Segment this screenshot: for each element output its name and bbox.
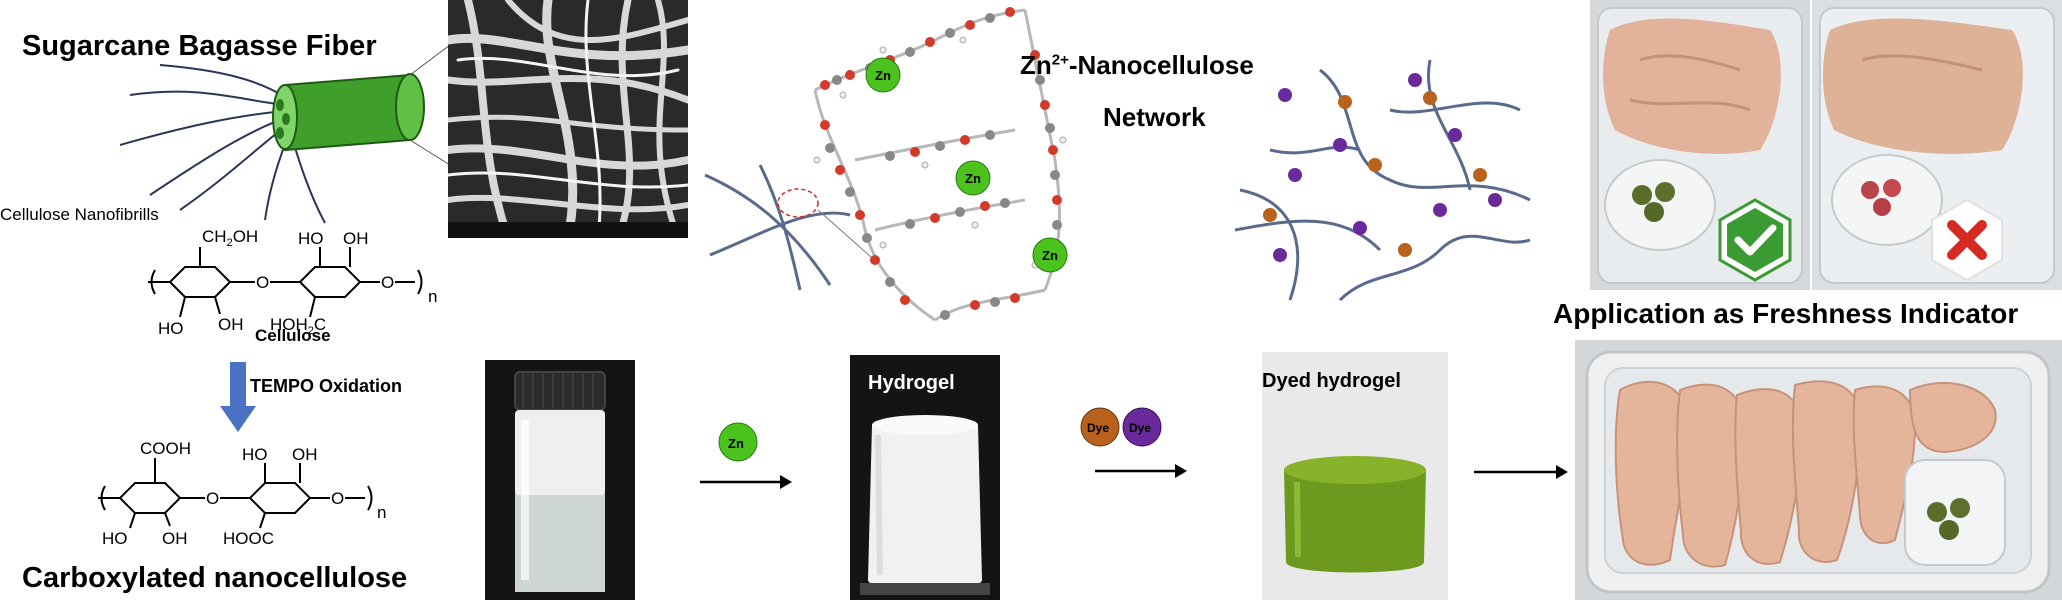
cellulose-group: CH2OH xyxy=(202,227,258,249)
nanofibril-strand xyxy=(120,110,286,146)
check-icon xyxy=(1718,198,1792,282)
nanofibril-strand xyxy=(179,122,291,211)
nanofibril-strand xyxy=(149,116,289,196)
cellulose-group: HO xyxy=(158,319,184,338)
zn-ion: Zn xyxy=(865,57,901,93)
network-title: Zn2+-Nanocellulose xyxy=(1020,50,1254,80)
dye-label-1: Dye xyxy=(1087,421,1109,435)
carboxy-group: OH xyxy=(292,445,318,464)
carboxy-group: O xyxy=(331,489,344,508)
cellulose-label: Cellulose xyxy=(255,326,331,345)
cellulose-group: HO xyxy=(298,229,324,248)
fiber-bundle xyxy=(272,73,425,152)
spoiled-meat-photo xyxy=(1812,0,2062,290)
fiber-crossing-sketch xyxy=(704,164,880,291)
dye-molecules-purple xyxy=(1273,73,1502,262)
nanofibril-strand xyxy=(129,90,286,106)
cross-icon xyxy=(1931,198,2003,282)
carboxy-group: O xyxy=(206,489,219,508)
zn-ion: Zn xyxy=(955,160,991,196)
nanofibrils-label: Cellulose Nanofibrills xyxy=(0,205,159,224)
fresh-meat-photo xyxy=(1590,0,1810,290)
molecular-network-model: Zn Zn Zn xyxy=(813,7,1068,322)
svg-text:Zn: Zn xyxy=(965,171,981,186)
tempo-arrow xyxy=(220,362,256,432)
carboxy-group: n xyxy=(377,503,386,522)
carboxy-group: HO xyxy=(242,445,268,464)
vial-photo xyxy=(485,360,635,600)
tempo-label: TEMPO Oxidation xyxy=(250,376,403,396)
cellulose-group: HOH2C xyxy=(270,315,326,337)
dye-addition-step: Dye Dye xyxy=(1080,407,1187,478)
zn-ion: Zn xyxy=(1032,237,1068,273)
dye-label-2: Dye xyxy=(1129,421,1151,435)
svg-text:Zn: Zn xyxy=(875,68,891,83)
carboxy-group: OH xyxy=(162,529,188,548)
nanofibril-strand xyxy=(159,64,289,100)
carboxylated-label: Carboxylated nanocellulose xyxy=(22,562,408,594)
carboxy-group: HOOC xyxy=(223,529,274,548)
dye-network-sketch xyxy=(1234,59,1531,302)
carboxylated-structure: COOH HO OH HO OH HOOC O O n xyxy=(98,439,386,548)
carboxy-group: COOH xyxy=(140,439,191,458)
cellulose-group: OH xyxy=(343,229,369,248)
network-title-line2: Network xyxy=(1103,102,1206,132)
bagasse-title: Sugarcane Bagasse Fiber xyxy=(22,30,377,62)
cellulose-structure: CH2OH HO OH HO OH HOH2C O O n xyxy=(148,227,437,338)
cellulose-group: n xyxy=(428,287,437,306)
cellulose-group: OH xyxy=(218,315,244,334)
sem-micrograph xyxy=(448,0,688,238)
carboxy-group: HO xyxy=(102,529,128,548)
hydrogel-photo xyxy=(850,355,1000,600)
meat-tray-photo xyxy=(1575,340,2062,600)
cellulose-group: O xyxy=(256,273,269,292)
dyed-hydrogel-label: Dyed hydrogel xyxy=(1262,370,1401,392)
cellulose-group: O xyxy=(381,273,394,292)
application-title: Application as Freshness Indicator xyxy=(1553,298,2019,329)
dyed-hydrogel-photo xyxy=(1262,352,1448,600)
svg-text:Zn: Zn xyxy=(1042,248,1058,263)
hydrogel-label: Hydrogel xyxy=(868,372,955,394)
zn-addition-step: Zn xyxy=(700,422,792,489)
zn-step-label: Zn xyxy=(728,436,744,451)
bagasse-fiber-diagram xyxy=(120,45,451,224)
to-application-arrow xyxy=(1474,465,1568,479)
dye-molecules-orange xyxy=(1263,91,1487,257)
